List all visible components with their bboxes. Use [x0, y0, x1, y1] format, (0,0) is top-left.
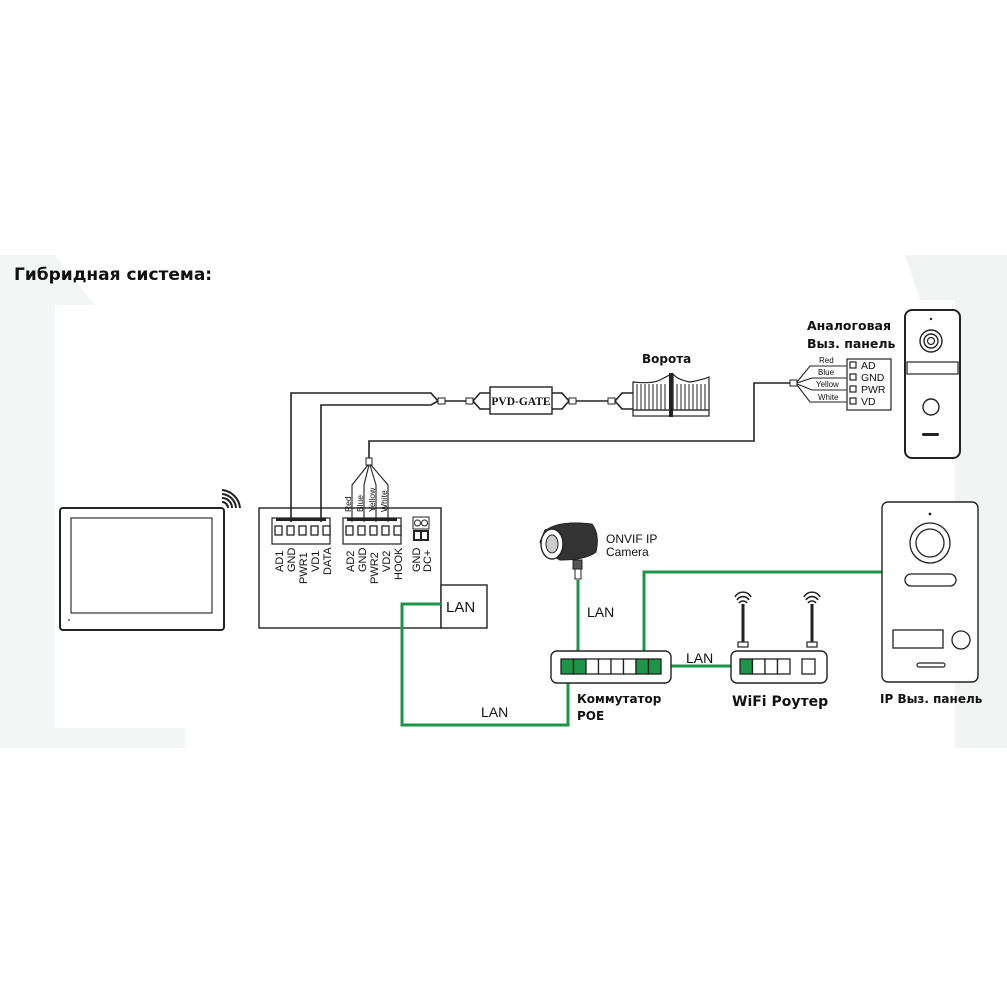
page-title: Гибридная система:: [14, 265, 212, 285]
pin-label: AD2: [345, 551, 357, 572]
switch-port-connected: [572, 658, 587, 675]
analog-panel-cable: [368, 365, 852, 458]
connector-pin: [381, 525, 390, 536]
switch-port-connected: [647, 658, 662, 675]
connector2-wire-fan: Red Blue Yellow White: [343, 457, 389, 522]
analog-door-panel-icon: [904, 309, 961, 459]
analog-wire-labels: Red Blue Yellow White: [816, 356, 839, 402]
connector-pin: [322, 525, 331, 536]
pin-label: VD2: [381, 551, 393, 572]
pin-label: PWR1: [298, 552, 310, 584]
pin-label: GND: [861, 372, 885, 384]
pin-label: PWR2: [369, 552, 381, 584]
connector1-pin-labels: AD1 GND PWR1 VD1 DATA: [274, 547, 334, 584]
pin-label: HOOK: [393, 547, 405, 580]
router-port: [751, 658, 766, 675]
wire-label: Blue: [355, 495, 365, 512]
connector-pin: [310, 525, 319, 536]
analog-panel-label-1: Аналоговая: [807, 318, 891, 333]
switch-port-connected: [635, 658, 650, 675]
gate-label: Ворота: [642, 352, 691, 366]
terminal-lan-label: LAN: [446, 599, 475, 616]
switch-port-connected: [560, 658, 575, 675]
connector-pin: [274, 525, 283, 536]
connector2-pin-labels: AD2 GND PWR2 VD2 HOOK: [345, 547, 405, 584]
pin-label: PWR: [861, 384, 886, 396]
wire-label: Red: [819, 356, 834, 365]
router-port: [776, 658, 791, 675]
pin-label: DATA: [322, 547, 334, 575]
pin-label: VD: [861, 396, 876, 408]
ip-panel-label: IP Выз. панель: [880, 692, 983, 706]
connector-pin: [369, 525, 378, 536]
wire-label: White: [379, 490, 389, 512]
switch-port: [597, 658, 612, 675]
switch-label-2: POE: [577, 709, 604, 723]
switch-port: [585, 658, 600, 675]
switch-port: [610, 658, 625, 675]
connector-pin: [393, 525, 402, 536]
pin-label: VD1: [310, 551, 322, 572]
lan-label: LAN: [587, 604, 614, 620]
wire-label: Yellow: [816, 380, 839, 389]
router-port: [764, 658, 779, 675]
ip-door-panel-icon: [881, 501, 979, 683]
power-pin-labels: GND DC+: [411, 548, 434, 573]
gate-icon: [632, 372, 710, 417]
terminal-block: [258, 507, 488, 629]
pvd-gate-label: PVD-GATE: [491, 396, 551, 408]
connector-pin: [345, 525, 354, 536]
switch-label-1: Коммутатор: [577, 692, 662, 706]
wire-label: White: [818, 393, 839, 402]
router-port-connected: [739, 658, 754, 675]
monitor: [59, 507, 225, 631]
poe-switch: [550, 650, 672, 684]
antenna-icon: [734, 591, 752, 648]
connector-pin: [286, 525, 295, 536]
camera-label-1: ONVIF IP: [606, 532, 657, 546]
analog-panel-label-2: Выз. панель: [807, 336, 896, 351]
connector-pin: [298, 525, 307, 536]
router-label: WiFi Роутер: [732, 694, 828, 710]
analog-panel-terminal: AD GND PWR VD: [846, 358, 892, 411]
ip-camera-icon: [539, 521, 598, 580]
lan-cable-switch-ippanel: [642, 570, 882, 666]
connector-pin: [357, 525, 366, 536]
pvd-gate-module: PVD-GATE: [489, 386, 633, 415]
switch-port: [622, 658, 637, 675]
camera-label-2: Camera: [606, 545, 649, 559]
pin-label: GND: [411, 548, 423, 573]
lan-label: LAN: [481, 704, 508, 720]
wifi-router: [730, 591, 828, 684]
lan-label: LAN: [686, 650, 713, 666]
pin-label: DC+: [422, 550, 434, 572]
wire-label: Red: [343, 496, 353, 512]
gate-cable: [290, 392, 490, 522]
wifi-signal-icon: [221, 489, 241, 509]
wire-label: Yellow: [367, 487, 377, 512]
pin-label: GND: [357, 548, 369, 573]
pin-label: AD: [861, 360, 876, 372]
wire-label: Blue: [818, 368, 835, 377]
lan-cable-monitor-switch: [400, 602, 570, 727]
pin-label: GND: [286, 548, 298, 573]
pin-label: AD1: [274, 551, 286, 572]
antenna-icon: [803, 591, 821, 648]
